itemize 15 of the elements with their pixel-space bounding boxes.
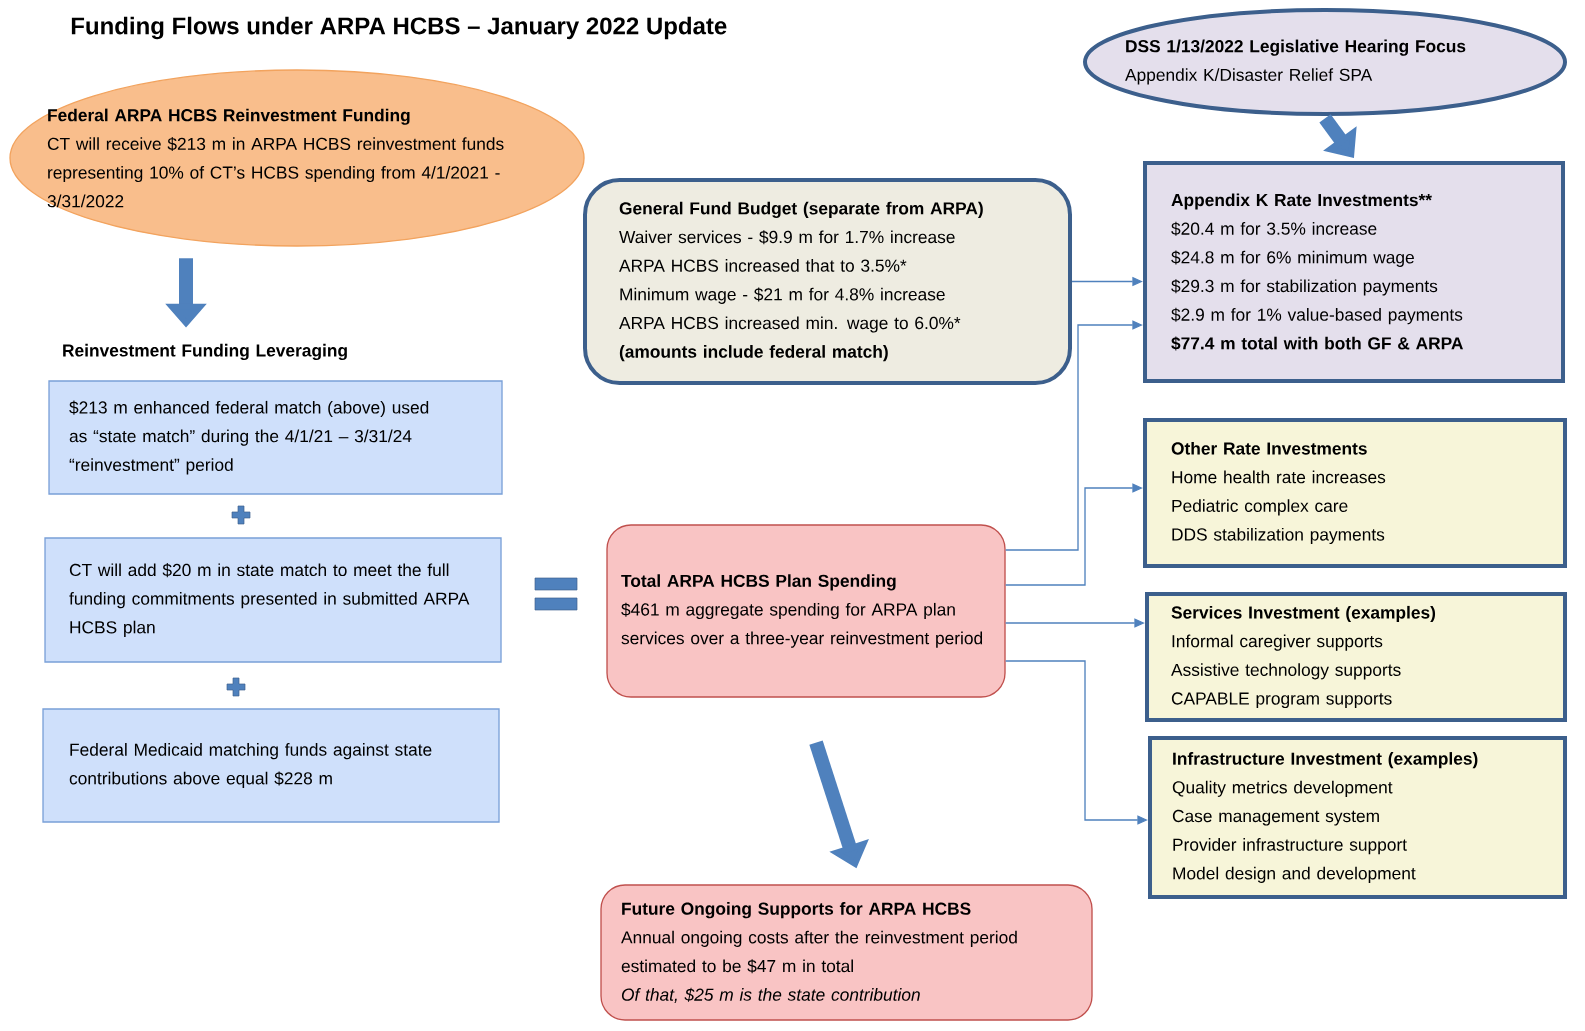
text-box: Federal Medicaid matching funds against state contributions above equal $228 m	[42, 708, 500, 823]
oval-box: DSS 1/13/2022 Legislative Hearing Focus Appendix K/Disaster Relief SPA	[1083, 8, 1567, 116]
title: Funding Flows under ARPA HCBS – January 2022 Update	[71, 16, 727, 40]
rounded-box: Total ARPA HCBS Plan Spending $461 m aggregate spending for ARPA plan services over a three-year reinvestment period	[606, 524, 1006, 698]
text-box: $213 m enhanced federal match (above) used as “state match” during the 4/1/21 – 3/31/24 “reinvestment” period	[48, 380, 503, 495]
arrow	[1319, 114, 1357, 158]
text-box: CT will add $20 m in state match to meet the full funding commitments presented in submitted ARPA HCBS plan	[44, 537, 502, 663]
heading-text: Reinvestment Funding Leveraging	[63, 343, 347, 361]
text-box: Services Investment (examples) Informal caregiver supports Assistive technology supports CAPABLE program supports	[1145, 592, 1567, 722]
rounded-box: Future Ongoing Supports for ARPA HCBS Annual ongoing costs after the reinvestment period estimated to be $47 m in total Of that, $25 m is the state contribution	[600, 884, 1093, 1021]
text-box: Other Rate Investments Home health rate increases Pediatric complex care DDS stabilization payments	[1143, 418, 1567, 568]
rounded-box: General Fund Budget (separate from ARPA) Waiver services - $9.9 m for 1.7% increase ARPA HCBS increased that to 3.5%* Minimum wage - $21 m for 4.8% increase ARPA HCBS increased min. wage to 6.0%* (amounts include federal match)	[583, 178, 1072, 385]
text-box: Appendix K Rate Investments** $20.4 m for 3.5% increase $24.8 m for 6% minimum wage $29.3 m for stabilization payments $2.9 m for 1% value-based payments $77.4 m total with both GF & ARPA	[1143, 161, 1565, 383]
oval-box: Federal ARPA HCBS Reinvestment Funding CT will receive $213 m in ARPA HCBS reinvestment funds representing 10% of CT’s HCBS spending from 4/1/2021 -3/31/2022	[9, 69, 585, 247]
text-box: Infrastructure Investment (examples) Quality metrics development Case management system Provider infrastructure support Model design and development	[1148, 736, 1567, 899]
